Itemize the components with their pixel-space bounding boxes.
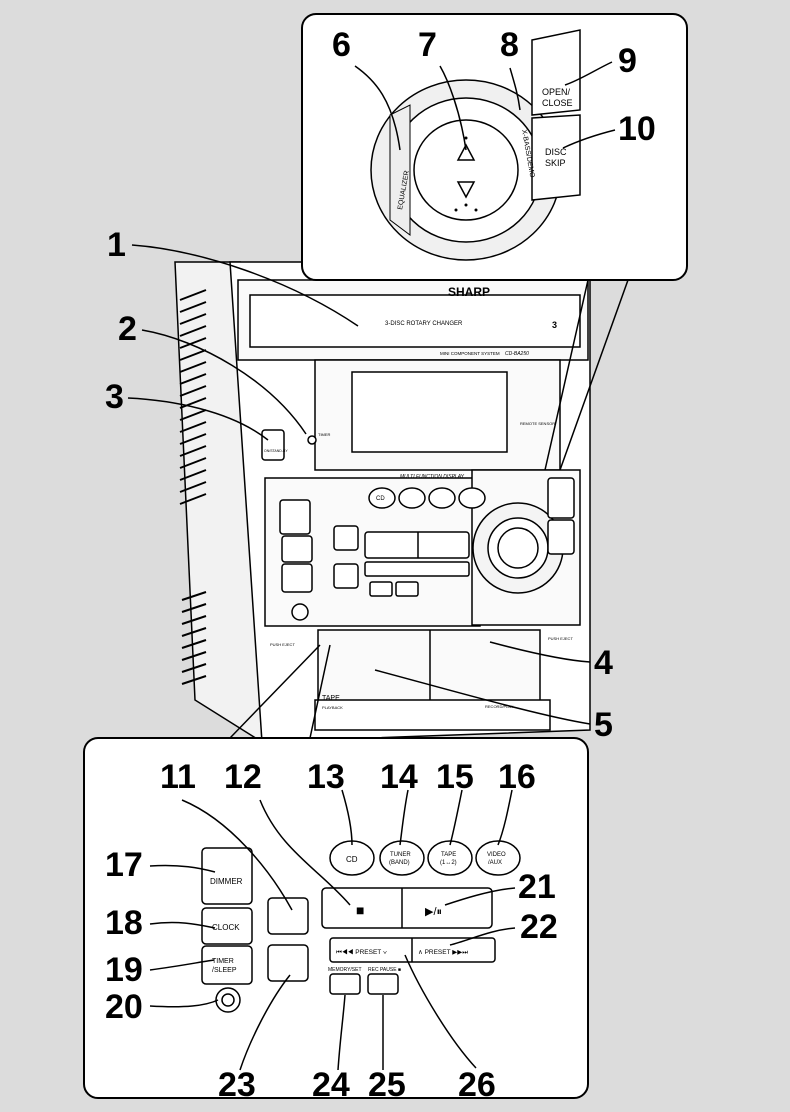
callout-25: 25 <box>368 1066 406 1104</box>
bottom-zoom-panel <box>83 737 589 1099</box>
zoom-tuner-label-a: TUNER <box>390 852 411 858</box>
remote-sensor-label: REMOTE SENSOR <box>520 421 555 426</box>
callout-16: 16 <box>498 758 536 796</box>
timer-label: TIMER <box>318 432 331 437</box>
callout-10: 10 <box>618 110 656 148</box>
callout-1: 1 <box>107 226 126 264</box>
callout-11: 11 <box>160 758 196 796</box>
callout-13: 13 <box>307 758 345 796</box>
main-unit <box>174 261 591 744</box>
tape1-label: TAPE <box>322 695 340 702</box>
callout-leaders <box>127 61 616 1071</box>
zoom-timer-label-b: /SLEEP <box>212 967 237 974</box>
zoom-disc-skip-label-b: SKIP <box>545 158 566 168</box>
zoom-tape-label-b: (1↔2) <box>440 860 457 866</box>
callout-18: 18 <box>105 904 143 942</box>
zoom-memory-label: MEMORY/SET <box>328 967 362 973</box>
callout-3: 3 <box>105 378 124 416</box>
callout-22: 22 <box>520 908 558 946</box>
callout-15: 15 <box>436 758 474 796</box>
zoom-clock-label: CLOCK <box>212 923 240 932</box>
callout-9: 9 <box>618 42 637 80</box>
callout-26: 26 <box>458 1066 496 1104</box>
top-zoom-panel <box>301 13 688 281</box>
standby-label: ON/STAND-BY <box>264 449 288 453</box>
zoom-timer-label-a: TIMER <box>212 958 234 965</box>
callout-8: 8 <box>500 26 519 64</box>
zoom-connector-lines <box>229 279 629 739</box>
zoom-stop-label: ■ <box>356 902 364 918</box>
zoom-preset-down-label: ⏮◀◀ PRESET ∨ <box>336 949 387 956</box>
zoom-play-label: ▶/⏸ <box>425 906 442 918</box>
callout-12: 12 <box>224 758 262 796</box>
disc-badge: 3 <box>552 320 557 330</box>
callout-17: 17 <box>105 846 143 884</box>
callout-23: 23 <box>218 1066 256 1104</box>
callout-24: 24 <box>312 1066 350 1104</box>
zoom-video-label-b: /AUX <box>488 860 502 866</box>
main-cd-button: CD <box>376 496 385 502</box>
zoom-open-close-label-b: CLOSE <box>542 98 573 108</box>
tape2-sub: RECORD/PLAY <box>485 704 514 709</box>
brand-logo: SHARP <box>448 285 490 299</box>
model-label: CD-BA250 <box>505 351 529 357</box>
push-eject-right: PUSH EJECT <box>548 636 573 641</box>
callout-20: 20 <box>105 988 143 1026</box>
tape1-sub: PLAYBACK <box>322 705 343 710</box>
display-label: MULTI FUNCTION DISPLAY <box>400 474 465 480</box>
callout-19: 19 <box>105 951 143 989</box>
callout-7: 7 <box>418 26 437 64</box>
zoom-cd-label: CD <box>346 855 358 864</box>
zoom-dimmer-label: DIMMER <box>210 877 243 886</box>
callout-2: 2 <box>118 310 137 348</box>
callout-5: 5 <box>594 706 613 744</box>
callout-14: 14 <box>380 758 418 796</box>
zoom-preset-up-label: ∧ PRESET ▶▶⏭ <box>418 949 468 956</box>
zoom-tuner-label-b: (BAND) <box>389 860 410 866</box>
zoom-rec-pause-label: REC PAUSE ■ <box>368 967 401 973</box>
zoom-video-label-a: VIDEO <box>487 852 506 858</box>
zoom-open-close-label-a: OPEN/ <box>542 87 571 97</box>
callout-21: 21 <box>518 868 556 906</box>
callout-6: 6 <box>332 26 351 64</box>
push-eject-left: PUSH EJECT <box>270 642 295 647</box>
zoom-tape-label-a: TAPE <box>441 852 456 858</box>
callout-4: 4 <box>594 644 613 682</box>
zoom-disc-skip-label-a: DISC <box>545 147 567 157</box>
system-label: MINI COMPONENT SYSTEM <box>440 351 500 356</box>
changer-label: 3-DISC ROTARY CHANGER <box>385 321 463 327</box>
